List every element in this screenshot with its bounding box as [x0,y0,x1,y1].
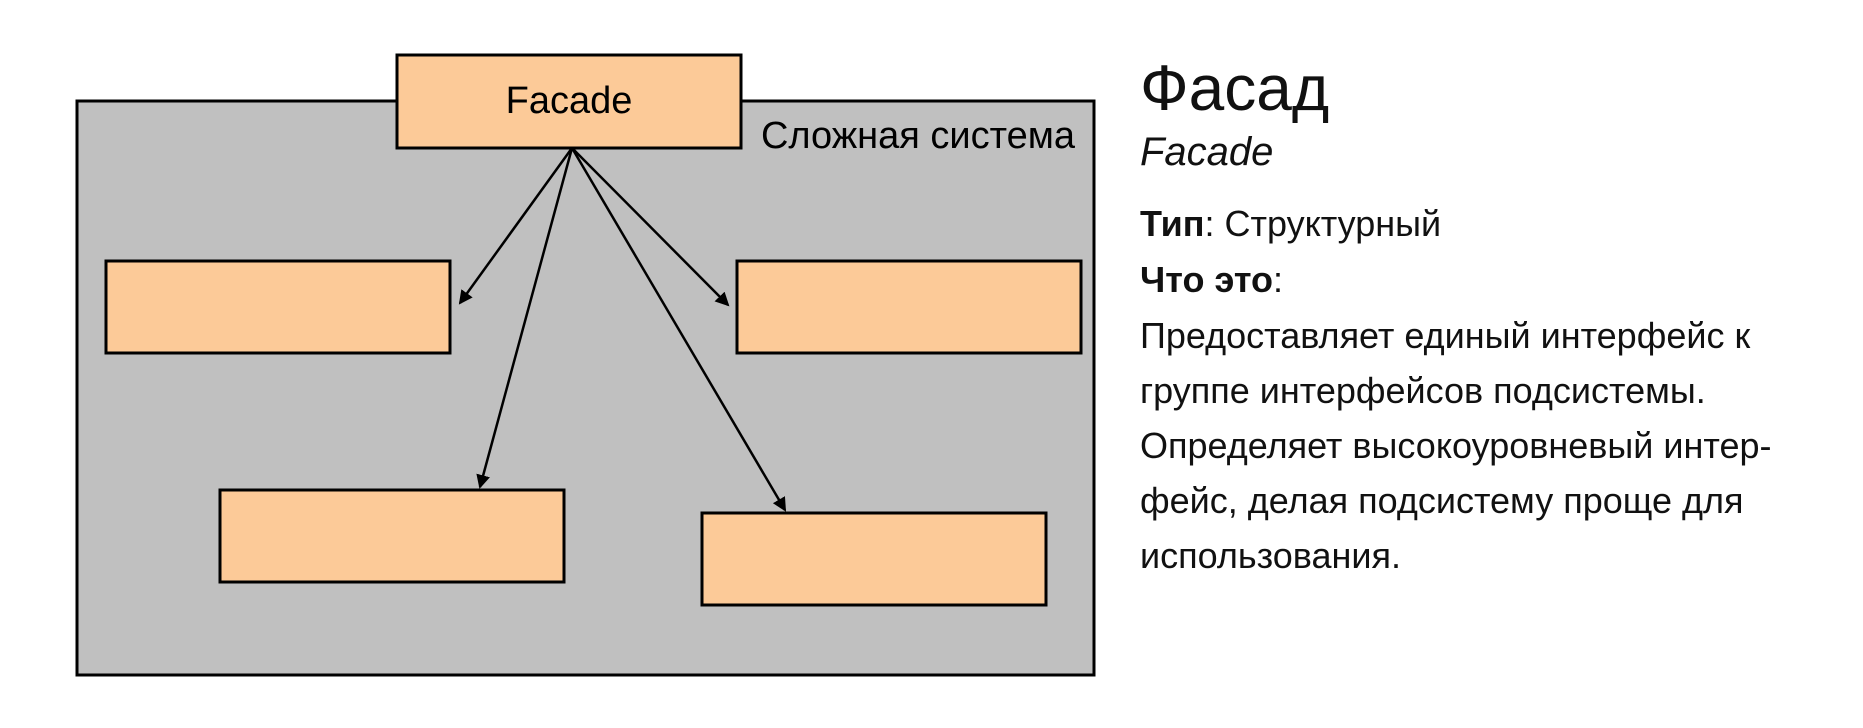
pattern-title: Фасад [1140,52,1330,124]
subsystem-box-bottom-left [218,488,566,584]
facade-box [395,53,743,150]
complex-system-label: Сложная система [761,115,1076,157]
description-line: Определяет высокоуровневый интер- [1140,425,1772,466]
arrow-to-bottom-left [476,147,574,489]
pattern-info-panel: Фасад Facade Тип: Структурный Что это: П… [1140,50,1840,583]
arrow-to-top-right [571,147,730,307]
arrow-to-bottom-right [570,147,787,512]
pattern-description: Предоставляет единый интерфейс к группе … [1140,308,1840,583]
subsystem-box-bottom-right [700,511,1048,607]
facade-label: Facade [506,80,633,122]
pattern-what: Что это: [1140,259,1284,300]
description-line: группе интерфейсов подсистемы. [1140,370,1706,411]
description-line: фейс, делая подсистему проще для [1140,480,1744,521]
type-value: Структурный [1224,203,1442,244]
description-line: использования. [1140,535,1401,576]
subsystem-box-top-right [735,259,1083,355]
type-label: Тип [1140,203,1205,244]
facade-diagram: Сложная система Facade [75,53,1096,677]
pattern-type: Тип: Структурный [1140,203,1442,244]
arrow-to-top-left [458,147,574,305]
pattern-subtitle: Facade [1140,130,1274,174]
description-line: Предоставляет единый интерфейс к [1140,315,1751,356]
what-label: Что это [1140,259,1273,300]
subsystem-box-top-left [104,259,452,355]
